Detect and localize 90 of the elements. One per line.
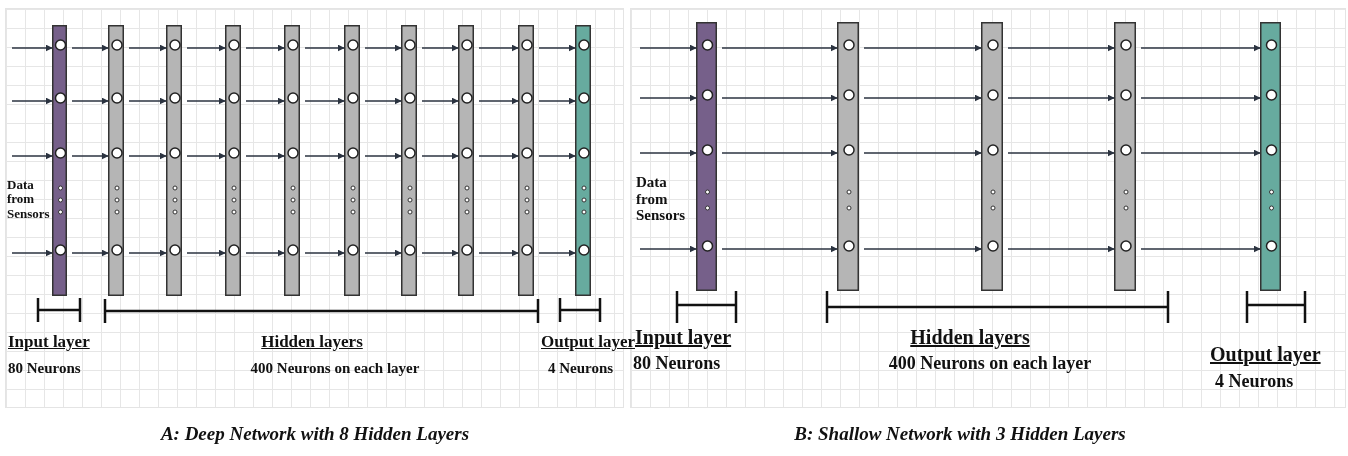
layer-bar xyxy=(1114,22,1136,291)
arrow xyxy=(1007,44,1115,52)
arrow xyxy=(421,44,459,52)
arrow xyxy=(1140,44,1261,52)
arrow xyxy=(721,245,838,253)
arrow xyxy=(1140,245,1261,253)
arrow xyxy=(421,249,459,257)
layer-bar xyxy=(981,22,1003,291)
arrow xyxy=(245,249,285,257)
neuron-count: 400 Neurons on each layer xyxy=(887,354,1093,374)
arrow xyxy=(538,97,576,105)
arrow xyxy=(1140,94,1261,102)
layer-bar xyxy=(696,22,717,291)
arrow xyxy=(478,152,519,160)
arrow xyxy=(538,152,576,160)
arrow xyxy=(421,97,459,105)
layer-bar xyxy=(575,25,591,296)
arrow xyxy=(186,249,226,257)
figure-caption: A: Deep Network with 8 Hidden Layers xyxy=(159,424,471,445)
arrow xyxy=(128,44,167,52)
arrow xyxy=(128,249,167,257)
arrow xyxy=(364,97,402,105)
arrow xyxy=(863,44,982,52)
layer-heading: Hidden layers xyxy=(260,333,364,352)
layer-bar xyxy=(225,25,241,296)
arrow xyxy=(1140,149,1261,157)
layer-bar xyxy=(1260,22,1281,291)
arrow xyxy=(1007,94,1115,102)
neuron-count: 4 Neurons xyxy=(1215,372,1295,392)
figure-caption: B: Shallow Network with 3 Hidden Layers xyxy=(793,424,1127,445)
arrow xyxy=(421,152,459,160)
arrow xyxy=(863,149,982,157)
arrow xyxy=(538,44,576,52)
arrow xyxy=(721,94,838,102)
arrow xyxy=(71,97,109,105)
arrow xyxy=(721,44,838,52)
arrow xyxy=(538,249,576,257)
arrow xyxy=(639,44,697,52)
arrow xyxy=(639,245,697,253)
arrow xyxy=(11,152,53,160)
layer-bar xyxy=(108,25,124,296)
axis-label: Data from Sensors xyxy=(7,178,49,221)
arrow xyxy=(71,152,109,160)
arrow xyxy=(245,97,285,105)
arrow xyxy=(245,44,285,52)
neuron-count: 4 Neurons xyxy=(548,360,615,377)
arrow xyxy=(364,152,402,160)
arrow xyxy=(304,44,345,52)
arrow xyxy=(863,94,982,102)
layer-heading: Output layer xyxy=(1210,343,1322,365)
arrow xyxy=(364,249,402,257)
arrow xyxy=(11,97,53,105)
arrow xyxy=(11,44,53,52)
layer-bar xyxy=(284,25,300,296)
arrow xyxy=(186,44,226,52)
layer-heading: Input layer xyxy=(8,333,91,352)
layer-bar xyxy=(344,25,360,296)
arrow xyxy=(478,249,519,257)
layer-bar xyxy=(837,22,859,291)
layer-bar xyxy=(52,25,67,296)
arrow xyxy=(11,249,53,257)
layer-bar xyxy=(458,25,474,296)
arrow xyxy=(186,152,226,160)
arrow xyxy=(639,94,697,102)
arrow xyxy=(71,44,109,52)
layer-bar xyxy=(166,25,182,296)
arrow xyxy=(304,249,345,257)
layer-heading: Input layer xyxy=(635,326,733,348)
layer-bar xyxy=(518,25,534,296)
arrow xyxy=(245,152,285,160)
neuron-count: 400 Neurons on each layer xyxy=(249,360,421,377)
arrow xyxy=(186,97,226,105)
neuron-count: 80 Neurons xyxy=(633,354,722,374)
arrow xyxy=(128,152,167,160)
layer-bar xyxy=(401,25,417,296)
arrow xyxy=(478,97,519,105)
arrow xyxy=(304,152,345,160)
layer-heading: Hidden layers xyxy=(909,326,1031,348)
arrow xyxy=(721,149,838,157)
arrow xyxy=(71,249,109,257)
arrow xyxy=(478,44,519,52)
arrow xyxy=(863,245,982,253)
arrow xyxy=(1007,245,1115,253)
neuron-count: 80 Neurons xyxy=(8,360,82,377)
axis-label: Data from Sensors xyxy=(636,174,687,224)
arrow xyxy=(364,44,402,52)
arrow xyxy=(1007,149,1115,157)
arrow xyxy=(128,97,167,105)
arrow xyxy=(304,97,345,105)
arrow xyxy=(639,149,697,157)
